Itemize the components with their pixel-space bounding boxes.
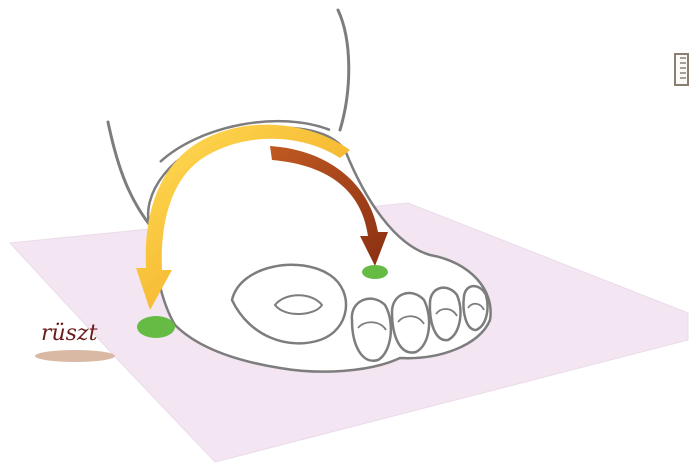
big-toe-nail [275, 295, 322, 314]
contact-dot-heel [137, 316, 175, 338]
label-underline [35, 350, 115, 362]
contact-dot-toe [362, 265, 388, 279]
ruler-icon [675, 54, 688, 85]
leg-outline-back [338, 10, 349, 130]
anatomy-label: rüszt [41, 321, 98, 346]
leg-outline-front [108, 122, 152, 228]
